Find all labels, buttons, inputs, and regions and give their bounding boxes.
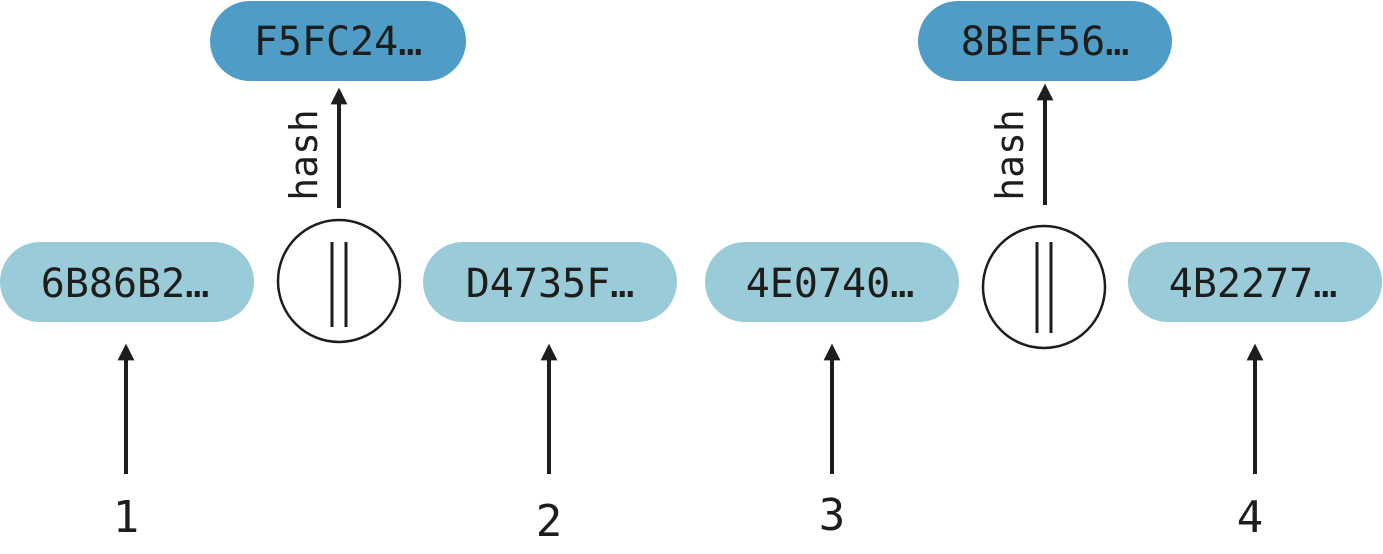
concatenate-icon [276, 218, 402, 344]
input-value-3: 3 [819, 490, 846, 541]
hash-arrow-1-label: hash [282, 109, 326, 201]
hash-arrow-2-label: hash [988, 109, 1032, 201]
input-value-1: 1 [113, 492, 140, 543]
hash-arrow-2: hash [988, 83, 1054, 205]
leaf-node-3: 4E0740… [705, 242, 959, 322]
input-value-2: 2 [536, 496, 563, 547]
concat-circle-2 [981, 224, 1107, 350]
leaf-node-4-label: 4B2277… [1169, 261, 1338, 307]
parent-node-2-label: 8BEF56… [961, 19, 1130, 65]
parent-node-1-label: F5FC24… [254, 19, 423, 65]
leaf-node-1-label: 6B86B2… [41, 261, 210, 307]
input-value-4: 4 [1237, 492, 1264, 543]
parent-node-2-pill [918, 1, 1172, 81]
concat-circle-1 [276, 218, 402, 344]
hash-arrow-1: hash [282, 87, 348, 208]
leaf-node-2: D4735F… [423, 242, 677, 322]
concatenate-icon [981, 224, 1107, 350]
leaf-node-4: 4B2277… [1128, 242, 1382, 322]
leaf-node-3-pill [705, 242, 959, 322]
leaf-node-2-label: D4735F… [466, 261, 635, 307]
parent-node-1-pill [210, 1, 466, 81]
leaf-node-2-pill [423, 242, 677, 322]
leaf-node-4-pill [1128, 242, 1382, 322]
parent-node-2: 8BEF56… [918, 1, 1172, 81]
leaf-node-3-label: 4E0740… [746, 261, 915, 307]
leaf-node-1-pill [0, 242, 254, 322]
parent-node-1: F5FC24… [210, 1, 466, 81]
leaf-node-1: 6B86B2… [0, 242, 254, 322]
